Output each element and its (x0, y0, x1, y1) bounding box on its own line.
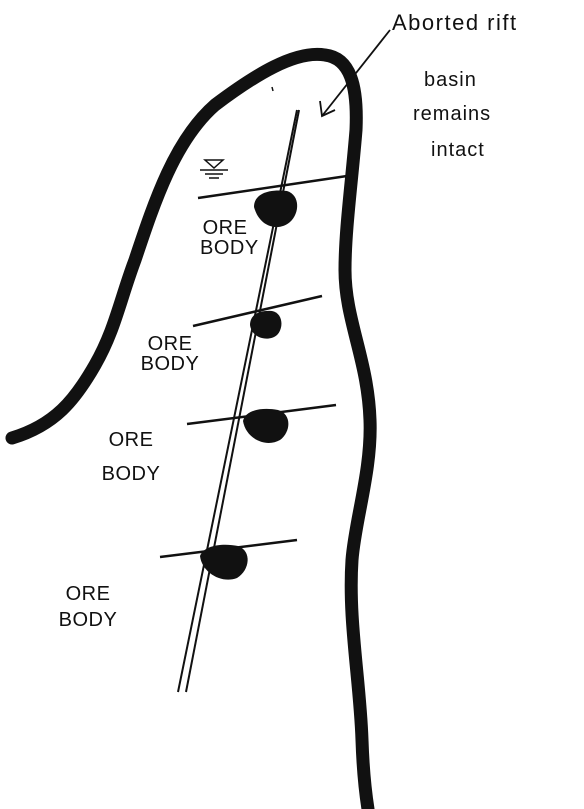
caption-line-intact: intact (431, 140, 485, 160)
ore-body-label-3-line1: ORE (96, 430, 166, 450)
ore-body-label-2-line1: ORE (140, 334, 200, 354)
ore-body-label-4-line1: ORE (48, 584, 128, 604)
ore-body-label-1-line1: ORE (200, 218, 250, 238)
ore-body-label-2-line2: BODY (140, 354, 200, 374)
ore-body-label-1: ORE BODY (200, 218, 250, 258)
ore-body-label-3: ORE BODY (96, 430, 166, 484)
small-tick-mark (272, 87, 273, 91)
basin-outline (12, 54, 370, 809)
ore-body-label-3-line2: BODY (96, 464, 166, 484)
ore-body-blob-3 (243, 409, 288, 443)
ore-body-blob-4 (200, 545, 248, 580)
caption-line-basin: basin (424, 70, 477, 90)
diagram-title: Aborted rift (392, 12, 518, 34)
ore-body-label-2: ORE BODY (140, 334, 200, 374)
ore-body-label-4-line2: BODY (48, 610, 128, 630)
water-table-icon (200, 160, 228, 178)
ore-body-label-4: ORE BODY (48, 584, 128, 630)
caption-line-remains: remains (413, 104, 491, 124)
ore-body-blob-1 (254, 191, 297, 228)
ore-body-label-1-line2: BODY (200, 238, 250, 258)
